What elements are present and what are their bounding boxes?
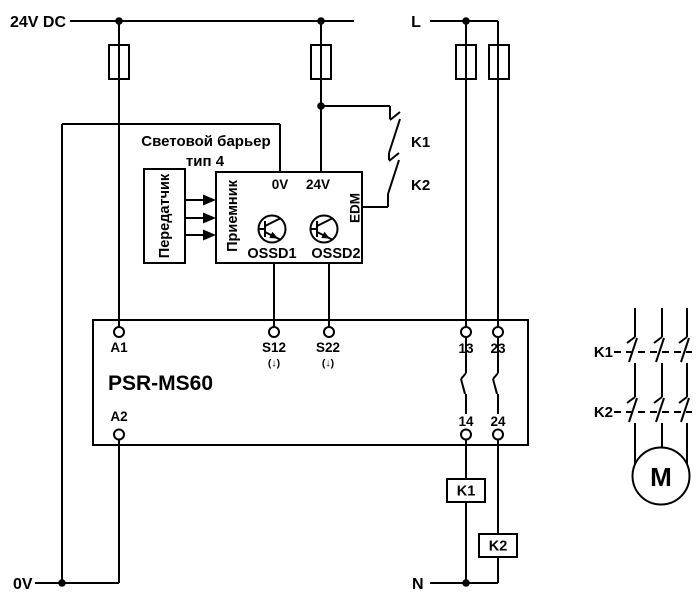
fuse	[310, 44, 332, 80]
contact-tick	[626, 396, 636, 404]
motor-k1-contact-label: K1	[594, 344, 613, 361]
transmitter-box	[143, 168, 186, 264]
fuse	[488, 44, 510, 80]
edm-k2-contact-label: K2	[411, 177, 430, 194]
terminal-a2-label: A2	[110, 409, 127, 424]
motor-branch	[614, 308, 692, 470]
terminal-a1	[113, 326, 125, 338]
fuse	[455, 44, 477, 80]
contact-tick	[678, 336, 688, 344]
neutral-rail	[430, 579, 498, 587]
k2-coil-label: K2	[489, 539, 508, 555]
contact-tick	[388, 152, 400, 162]
dc-supply-rail	[70, 17, 354, 25]
beam-arrow-icon	[203, 212, 216, 224]
zero-volt-feed	[61, 123, 281, 583]
terminal-23	[492, 326, 504, 338]
psr-ms60-box	[92, 319, 529, 446]
zero-volt-label: 0V	[13, 576, 33, 593]
terminal-a2	[113, 428, 125, 441]
contact-blade	[655, 337, 665, 363]
contact-blade	[680, 337, 690, 363]
ossd2-label: OSSD2	[311, 246, 360, 262]
k2-coil-box	[478, 533, 518, 558]
contact-blade	[628, 397, 638, 423]
fuse	[108, 44, 130, 80]
terminal-a1-label: A1	[110, 340, 128, 355]
contact-tick	[626, 336, 636, 344]
receiver-24v-label: 24V	[306, 177, 330, 192]
terminal-s22	[323, 326, 335, 338]
edm-feedback-loop	[317, 102, 401, 208]
contact-tick	[653, 336, 663, 344]
k1-coil-label: K1	[457, 484, 476, 500]
device-name-label: PSR-MS60	[108, 372, 213, 395]
terminal-24-label: 24	[490, 414, 506, 429]
transistor-collector	[264, 217, 281, 227]
receiver-0v-label: 0V	[272, 177, 289, 192]
transistor-collector	[316, 217, 333, 227]
light-barrier-subtitle: тип 4	[186, 153, 225, 170]
transmitter-label: Передатчик	[157, 173, 173, 258]
transistor-emitter-arrow	[269, 231, 278, 239]
k1-nc-contact	[388, 111, 401, 154]
k1-coil-box	[446, 478, 486, 503]
terminal-s12	[268, 326, 280, 338]
k2-nc-contact	[387, 152, 400, 195]
junction-dot	[462, 579, 470, 587]
ossd1-label: OSSD1	[247, 246, 296, 262]
receiver-box	[215, 171, 363, 264]
phase-supply-label: L	[411, 14, 421, 31]
terminal-13-label: 13	[458, 341, 474, 356]
transistor-emitter-arrow	[321, 231, 330, 239]
neutral-label: N	[412, 576, 424, 593]
terminal-s12-label: S12	[262, 340, 286, 355]
terminal-s22-label: S22	[316, 340, 340, 355]
terminal-24	[492, 428, 504, 441]
contact-blade	[492, 378, 498, 395]
contact-23-24	[492, 337, 499, 414]
motor-symbol	[631, 446, 691, 506]
contact-blade	[388, 118, 401, 154]
contact-blade	[655, 397, 665, 423]
terminal-14	[460, 428, 472, 441]
ossd1-transistor-icon	[257, 214, 287, 244]
terminal-13	[460, 326, 472, 338]
edm-k1-contact-label: K1	[411, 134, 430, 151]
contact-tick	[460, 372, 467, 380]
receiver-label: Приемник	[225, 179, 241, 251]
contact-tick	[678, 396, 688, 404]
contact-blade	[460, 378, 466, 395]
light-beam-arrows	[185, 194, 216, 241]
beam-arrow-icon	[203, 194, 216, 206]
junction-dot	[58, 579, 66, 587]
s12-down-arrow-icon: (↓)	[268, 358, 280, 370]
motor-k2-contact-label: K2	[594, 404, 613, 421]
light-barrier-title: Световой барьер	[141, 133, 270, 150]
terminal-23-label: 23	[490, 341, 506, 356]
contact-blade	[628, 337, 638, 363]
beam-arrow-icon	[203, 229, 216, 241]
edm-label: EDM	[348, 193, 363, 223]
motor-label: M	[650, 462, 672, 492]
ossd2-transistor-icon	[309, 214, 339, 244]
zero-volt-rail	[35, 579, 119, 587]
contact-13-14	[460, 337, 467, 414]
contact-tick	[653, 396, 663, 404]
contact-tick	[492, 372, 499, 380]
dc-supply-label: 24V DC	[10, 14, 66, 31]
terminal-14-label: 14	[458, 414, 474, 429]
contact-tick	[389, 111, 401, 121]
contact-blade	[387, 159, 400, 195]
s22-down-arrow-icon: (↓)	[322, 358, 334, 370]
contact-blade	[680, 397, 690, 423]
